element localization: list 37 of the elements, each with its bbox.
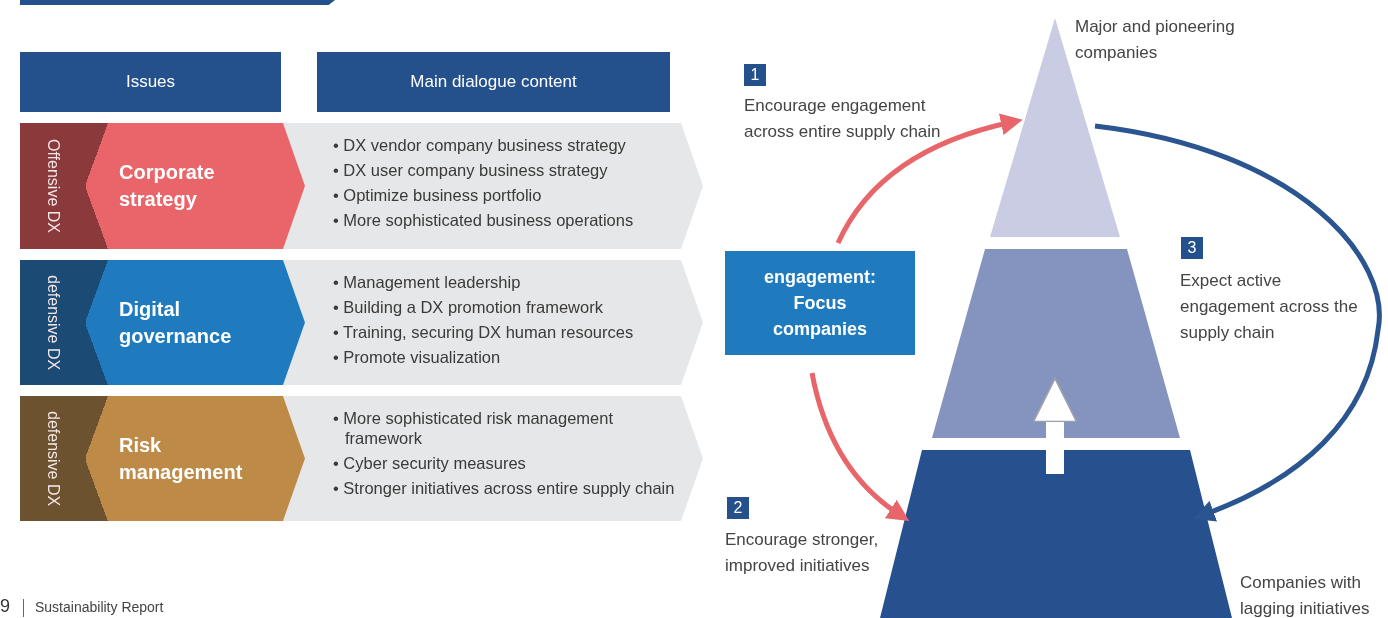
issue-title: Risk management bbox=[119, 432, 244, 485]
list-item: • Stronger initiatives across entire supply chain bbox=[333, 478, 676, 498]
focus-box: engagement: Focus companies bbox=[725, 251, 915, 355]
column-header: Main dialogue content bbox=[317, 52, 670, 112]
list-item: • Promote visualization bbox=[333, 347, 502, 367]
curved-arrow bbox=[809, 372, 910, 522]
category-label: Offensive DX bbox=[44, 139, 62, 233]
list-item: • Optimize business portfolio bbox=[333, 185, 543, 205]
edge-label: Expect active engagement across the supply chain bbox=[1180, 270, 1359, 344]
list-item: • More sophisticated business operations bbox=[333, 210, 635, 230]
column-header: Issues bbox=[20, 52, 281, 112]
list-item: • More sophisticated risk management framework bbox=[333, 408, 614, 448]
category-tab bbox=[20, 260, 86, 385]
list-item: • Cyber security measures bbox=[333, 453, 527, 473]
category-label: defensive DX bbox=[44, 274, 62, 371]
list-item: • Training, securing DX human resources bbox=[333, 322, 635, 342]
category-label: defensive DX bbox=[44, 410, 62, 507]
curved-arrow bbox=[835, 113, 1023, 245]
step-number: 1 bbox=[744, 64, 766, 86]
block-arrow bbox=[1032, 377, 1078, 474]
category-tab bbox=[20, 396, 86, 521]
list-item: • Building a DX promotion framework bbox=[333, 297, 604, 317]
issue-title: Digital governance bbox=[119, 296, 233, 349]
footer-text: Sustainability Report bbox=[35, 599, 164, 615]
list-item: • Management leadership bbox=[333, 272, 522, 292]
tier-caption: Companies with lagging initiatives bbox=[1240, 572, 1371, 618]
tier-caption: Major and pioneering companies bbox=[1075, 16, 1236, 64]
step-number: 3 bbox=[1181, 237, 1203, 259]
page-number: 9 bbox=[0, 596, 10, 617]
step-number: 2 bbox=[727, 497, 749, 519]
list-item: • DX vendor company business strategy bbox=[333, 135, 627, 155]
edge-label: Encourage stronger, improved initiatives bbox=[725, 529, 880, 577]
edge-label: Encourage engagement across entire supply chain bbox=[744, 95, 942, 143]
curved-arrow bbox=[1094, 123, 1382, 522]
issue-title: Corporate strategy bbox=[119, 160, 216, 212]
list-item: • DX user company business strategy bbox=[333, 160, 609, 180]
category-tab bbox=[20, 123, 86, 249]
